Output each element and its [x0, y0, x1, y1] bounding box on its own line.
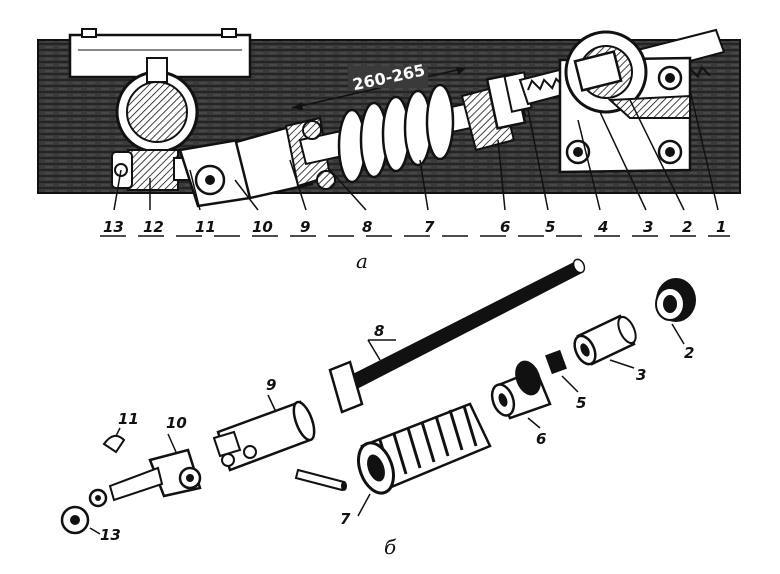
part-13-nut: 13: [60, 488, 121, 544]
exploded-label-7: 7: [340, 510, 351, 528]
exploded-view: 8 9 10 11: [60, 258, 696, 559]
view-a-label: а: [356, 249, 368, 273]
nut-housing-6: [460, 71, 533, 152]
exploded-label-13: 13: [100, 526, 121, 544]
exploded-label-5: 5: [576, 394, 586, 412]
pivot-pin-12: [111, 149, 205, 191]
exploded-label-3: 3: [636, 366, 646, 384]
part-2-ring: 2: [655, 278, 696, 362]
link-arm-10: [178, 138, 252, 208]
exploded-label-8: 8: [374, 322, 384, 340]
label-2: 2: [682, 218, 692, 236]
label-9: 9: [300, 218, 310, 236]
part-9-fork: 9: [212, 376, 316, 472]
exploded-label-11: 11: [118, 410, 139, 428]
part-10-link: 10: [108, 414, 202, 502]
leader-lines: [113, 89, 719, 211]
assembly-labels: 13 12 11 10 9 8 7 6 5 4 3 2 1: [100, 218, 730, 237]
label-8: 8: [362, 218, 372, 236]
pin: [294, 468, 347, 492]
label-5: 5: [545, 218, 555, 236]
spring-7: [337, 83, 455, 184]
label-10: 10: [252, 218, 273, 236]
view-b-label: б: [384, 535, 397, 559]
part-3-sleeve: 3: [573, 314, 646, 384]
part-6-bushing: 6: [490, 360, 552, 448]
label-12: 12: [143, 218, 164, 236]
part-11-key: 11: [102, 410, 139, 454]
exploded-label-6: 6: [536, 430, 546, 448]
label-13: 13: [103, 218, 124, 236]
label-11: 11: [195, 218, 216, 236]
exploded-label-10: 10: [166, 414, 187, 432]
exploded-label-9: 9: [266, 376, 276, 394]
round-clamp: [115, 57, 199, 154]
part-5-nut: 5: [545, 349, 586, 412]
label-7: 7: [424, 218, 435, 236]
label-1: 1: [716, 218, 726, 236]
part-8-rod: 8: [328, 258, 586, 414]
part-7-spring-cover: 7: [340, 402, 492, 528]
label-3: 3: [643, 218, 653, 236]
label-4: 4: [597, 218, 608, 236]
label-6: 6: [500, 218, 510, 236]
exploded-label-2: 2: [684, 344, 694, 362]
assembly-view: 260-265: [37, 28, 741, 273]
